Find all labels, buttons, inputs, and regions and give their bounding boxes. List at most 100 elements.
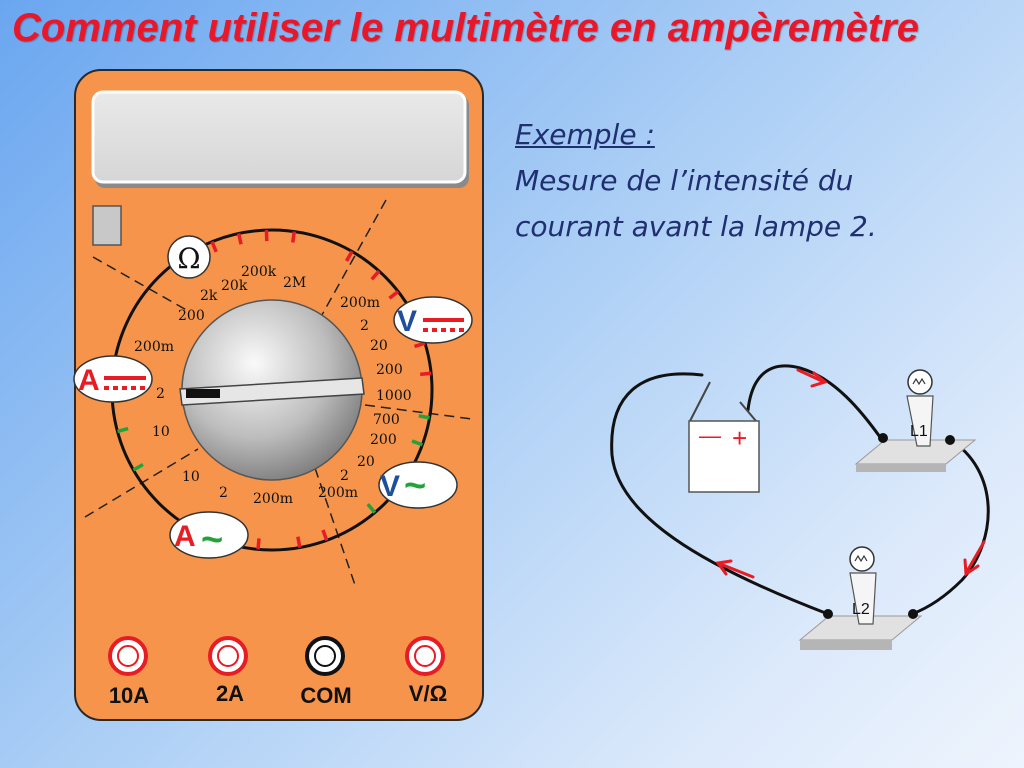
wire-battery-to-lamp2 (610, 372, 830, 616)
dial-tick (132, 462, 144, 472)
dial-tick (344, 250, 354, 262)
socket-v-ohm[interactable] (405, 636, 445, 676)
ohm-symbol-icon: Ω (177, 242, 200, 275)
adc-letter: A (78, 364, 100, 397)
dial-tick (370, 269, 381, 281)
lamp-2: L2 (798, 546, 923, 650)
display-screen (91, 90, 467, 184)
ohm-range-200: 200 (178, 308, 205, 324)
lamp1-label: L1 (910, 423, 928, 440)
vac-badge (378, 461, 458, 509)
dial-tick (366, 503, 377, 514)
aac-range-200m: 200m (253, 491, 293, 507)
example-heading: Exemple : (515, 118, 655, 151)
separator-line (314, 467, 356, 586)
vac-letter: V (380, 470, 400, 503)
battery: — + (688, 381, 760, 493)
socket-2a[interactable] (208, 636, 248, 676)
ac-tilde-icon: ~ (404, 465, 426, 507)
ohm-range-2k: 2k (200, 288, 218, 304)
lamp1-terminal (945, 435, 955, 445)
lamp1-terminal (878, 433, 888, 443)
dial-tick (418, 414, 430, 420)
selector-pointer (179, 377, 365, 406)
socket-label-2a: 2A (216, 681, 244, 706)
vdc-range-1000: 1000 (376, 388, 412, 404)
lamp2-label: L2 (852, 601, 870, 618)
lamp1-holder (906, 395, 934, 447)
mode-a-ac: A ~ (169, 511, 249, 561)
current-arrow-icon (715, 559, 755, 579)
battery-minus-sign: — (699, 423, 721, 448)
mode-v-ac: V ~ (378, 461, 458, 509)
socket-label-10a: 10A (109, 683, 149, 708)
vac-range-200m: 200m (318, 485, 358, 501)
lamp-1: L1 (854, 369, 977, 472)
dial-tick (420, 371, 432, 377)
separator-line (364, 404, 473, 420)
ac-tilde-icon: ~ (201, 519, 223, 561)
dial-tick (256, 538, 261, 550)
adc-range-10: 10 (152, 424, 170, 440)
dial-tick (413, 341, 426, 349)
multimeter: 200 2k 20k 200k 2M 200m 2 20 200 1000 70… (73, 69, 484, 721)
socket-10a[interactable] (108, 636, 148, 676)
vac-range-700: 700 (373, 412, 400, 428)
wire-lamp1-to-lamp2 (910, 437, 990, 616)
example-text: Exemple : Mesure de l’intensité du coura… (515, 112, 995, 250)
socket-label-v-ohm: V/Ω (409, 681, 447, 706)
ohm-range-2M: 2M (283, 275, 306, 291)
separator-line (317, 199, 387, 323)
vac-range-200: 200 (370, 432, 397, 448)
mode-ohm: Ω (167, 235, 211, 279)
vac-range-20: 20 (357, 454, 375, 470)
page-title: Comment utiliser le multimètre en ampère… (12, 6, 919, 50)
ohm-range-200k: 200k (241, 264, 277, 280)
dial-tick (291, 231, 297, 243)
vdc-range-20: 20 (370, 338, 388, 354)
socket-label-com: COM (300, 683, 351, 708)
separator-line (92, 256, 191, 313)
lamp1-base (854, 439, 977, 465)
battery-body (688, 420, 760, 493)
vdc-range-200m: 200m (340, 295, 380, 311)
aac-badge (169, 511, 249, 559)
aac-range-2: 2 (219, 485, 228, 501)
lamp1-filament-icon (912, 377, 926, 386)
current-arrow-icon (796, 368, 829, 388)
example-line-2: courant avant la lampe 2. (515, 210, 877, 243)
dial-tick (388, 290, 400, 300)
wire-battery-to-lamp1 (746, 364, 882, 439)
dial-tick (411, 439, 423, 447)
mode-v-dc: V (393, 296, 473, 344)
mode-a-dc: A (73, 355, 153, 403)
dial-tick (296, 536, 302, 548)
vac-range-2: 2 (340, 468, 349, 484)
vdc-letter: V (397, 305, 417, 338)
battery-plus-sign: + (732, 423, 747, 453)
dial-tick (116, 426, 129, 434)
ohm-badge (167, 235, 211, 279)
current-arrow-icon (963, 540, 986, 577)
battery-terminal-plus (739, 401, 757, 422)
lamp2-terminal (908, 609, 918, 619)
aac-letter: A (174, 520, 196, 553)
adc-range-2: 2 (156, 386, 165, 402)
power-button[interactable] (92, 205, 122, 246)
circuit: — + L1 L2 (610, 364, 990, 650)
adc-range-200m: 200m (134, 339, 174, 355)
lamp2-holder (849, 572, 877, 625)
socket-com[interactable] (305, 636, 345, 676)
dial-tick (237, 233, 243, 245)
lamp2-filament-icon (854, 554, 868, 563)
lamp2-terminal (823, 609, 833, 619)
ohm-range-20k: 20k (221, 278, 248, 294)
example-line-1: Mesure de l’intensité du (515, 164, 854, 197)
dial-tick (321, 529, 329, 541)
battery-terminal-minus (689, 381, 711, 422)
aac-range-10: 10 (182, 469, 200, 485)
pointer-marker (186, 389, 220, 398)
vdc-range-2: 2 (360, 318, 369, 334)
dial-tick (210, 240, 218, 253)
